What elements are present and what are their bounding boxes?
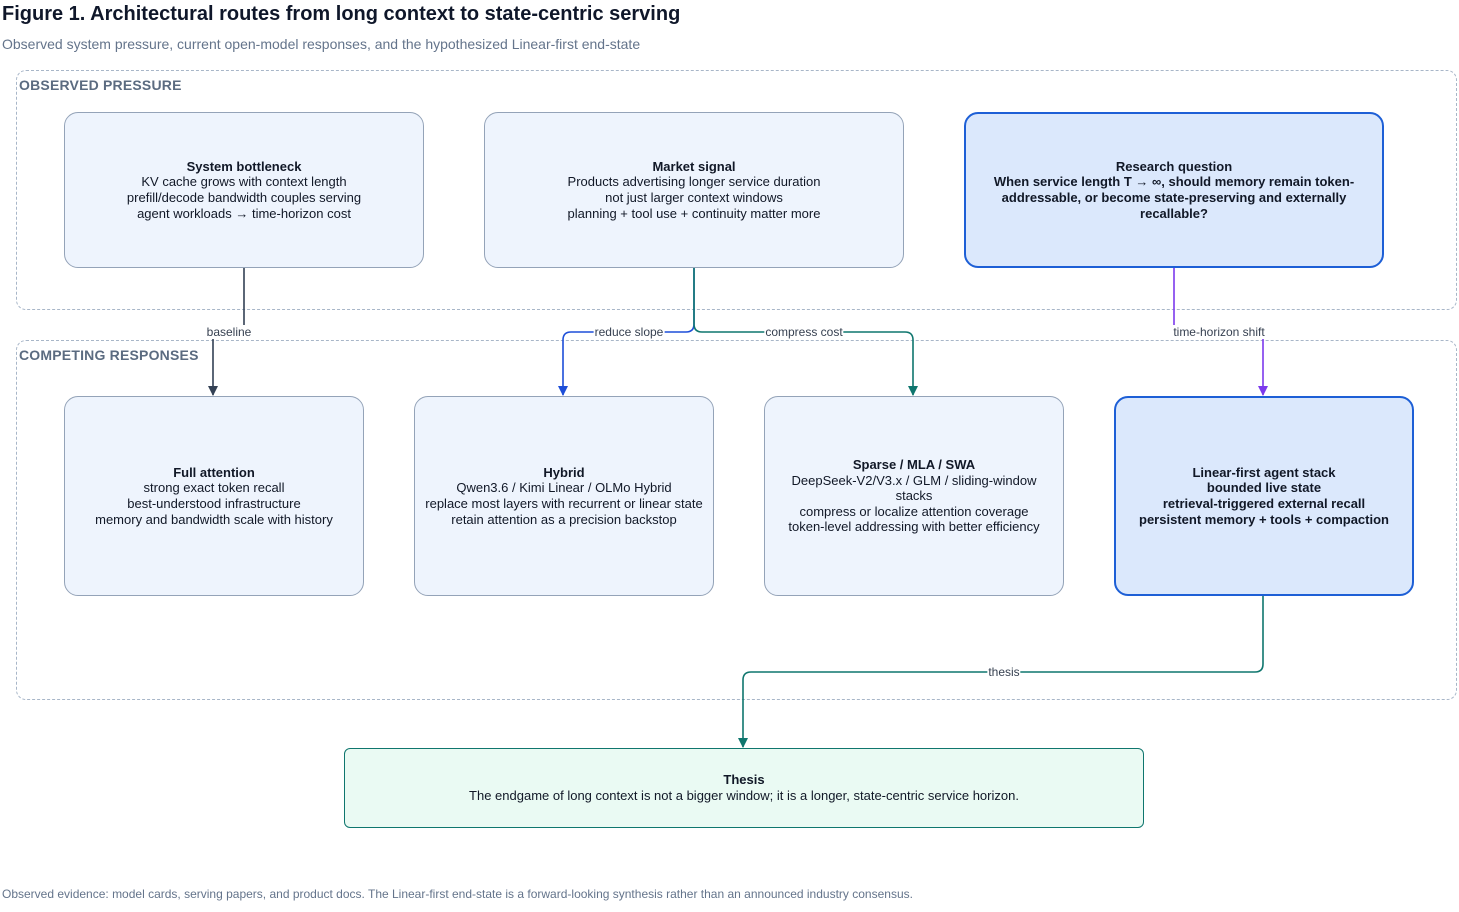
node-line: planning + tool use + continuity matter … [567, 205, 821, 221]
node-line: agent workloads → time-horizon cost [137, 205, 351, 221]
node-title: Linear-first agent stack [1192, 464, 1336, 480]
node-line: compress or localize attention coverage [799, 503, 1029, 519]
group-observed-pressure: OBSERVED PRESSURE [16, 70, 1457, 310]
figure-footnote: Observed evidence: model cards, serving … [2, 887, 913, 901]
edge-label-compress-cost: compress cost [764, 325, 844, 339]
node-line: The endgame of long context is not a big… [469, 788, 1019, 803]
node-title: Sparse / MLA / SWA [852, 457, 976, 473]
node-line: strong exact token recall [143, 480, 285, 496]
node-title: Full attention [173, 464, 255, 480]
node-line: When service length T → ∞, should memory… [993, 174, 1355, 221]
node-line: KV cache grows with context length [141, 174, 347, 190]
node-sparse-mla-swa: Sparse / MLA / SWA DeepSeek-V2/V3.x / GL… [764, 396, 1064, 596]
group-label-competing: COMPETING RESPONSES [19, 347, 199, 363]
edge-label-reduce-slope: reduce slope [593, 325, 665, 339]
node-line: persistent memory + tools + compaction [1139, 511, 1389, 527]
node-line: not just larger context windows [605, 190, 783, 205]
node-title: System bottleneck [186, 158, 302, 174]
node-research-question: Research question When service length T … [964, 112, 1384, 268]
node-line: token-level addressing with better effic… [788, 519, 1040, 535]
edge-label-time-horizon-shift: time-horizon shift [1172, 325, 1266, 339]
node-full-attention: Full attention strong exact token recall… [64, 396, 364, 596]
node-line: best-understood infrastructure [127, 496, 301, 511]
figure-title: Figure 1. Architectural routes from long… [2, 3, 681, 25]
group-label-observed: OBSERVED PRESSURE [19, 77, 182, 93]
node-line: replace most layers with recurrent or li… [425, 496, 703, 511]
edge-label-thesis: thesis [987, 665, 1021, 679]
node-market-signal: Market signal Products advertising longe… [484, 112, 904, 268]
node-system-bottleneck: System bottleneck KV cache grows with co… [64, 112, 424, 268]
node-hybrid: Hybrid Qwen3.6 / Kimi Linear / OLMo Hybr… [414, 396, 714, 596]
node-line: memory and bandwidth scale with history [95, 511, 333, 527]
node-line: retain attention as a precision backstop [451, 511, 677, 527]
edge-label-baseline: baseline [205, 325, 253, 339]
group-competing-responses: COMPETING RESPONSES [16, 340, 1457, 700]
node-line: prefill/decode bandwidth couples serving [126, 190, 362, 205]
node-line: retrieval-triggered external recall [1162, 496, 1366, 511]
node-title: Thesis [723, 772, 765, 788]
node-line: DeepSeek-V2/V3.x / GLM / sliding-window … [791, 472, 1037, 504]
node-thesis: Thesis The endgame of long context is no… [344, 748, 1144, 828]
node-line: Products advertising longer service dura… [567, 174, 821, 190]
node-line: bounded live state [1206, 480, 1322, 496]
node-title: Market signal [652, 158, 736, 174]
node-line: Qwen3.6 / Kimi Linear / OLMo Hybrid [456, 480, 672, 496]
node-title: Hybrid [543, 464, 585, 480]
node-linear-first-agent-stack: Linear-first agent stack bounded live st… [1114, 396, 1414, 596]
figure-subtitle: Observed system pressure, current open-m… [2, 36, 641, 52]
node-title: Research question [1115, 158, 1233, 174]
